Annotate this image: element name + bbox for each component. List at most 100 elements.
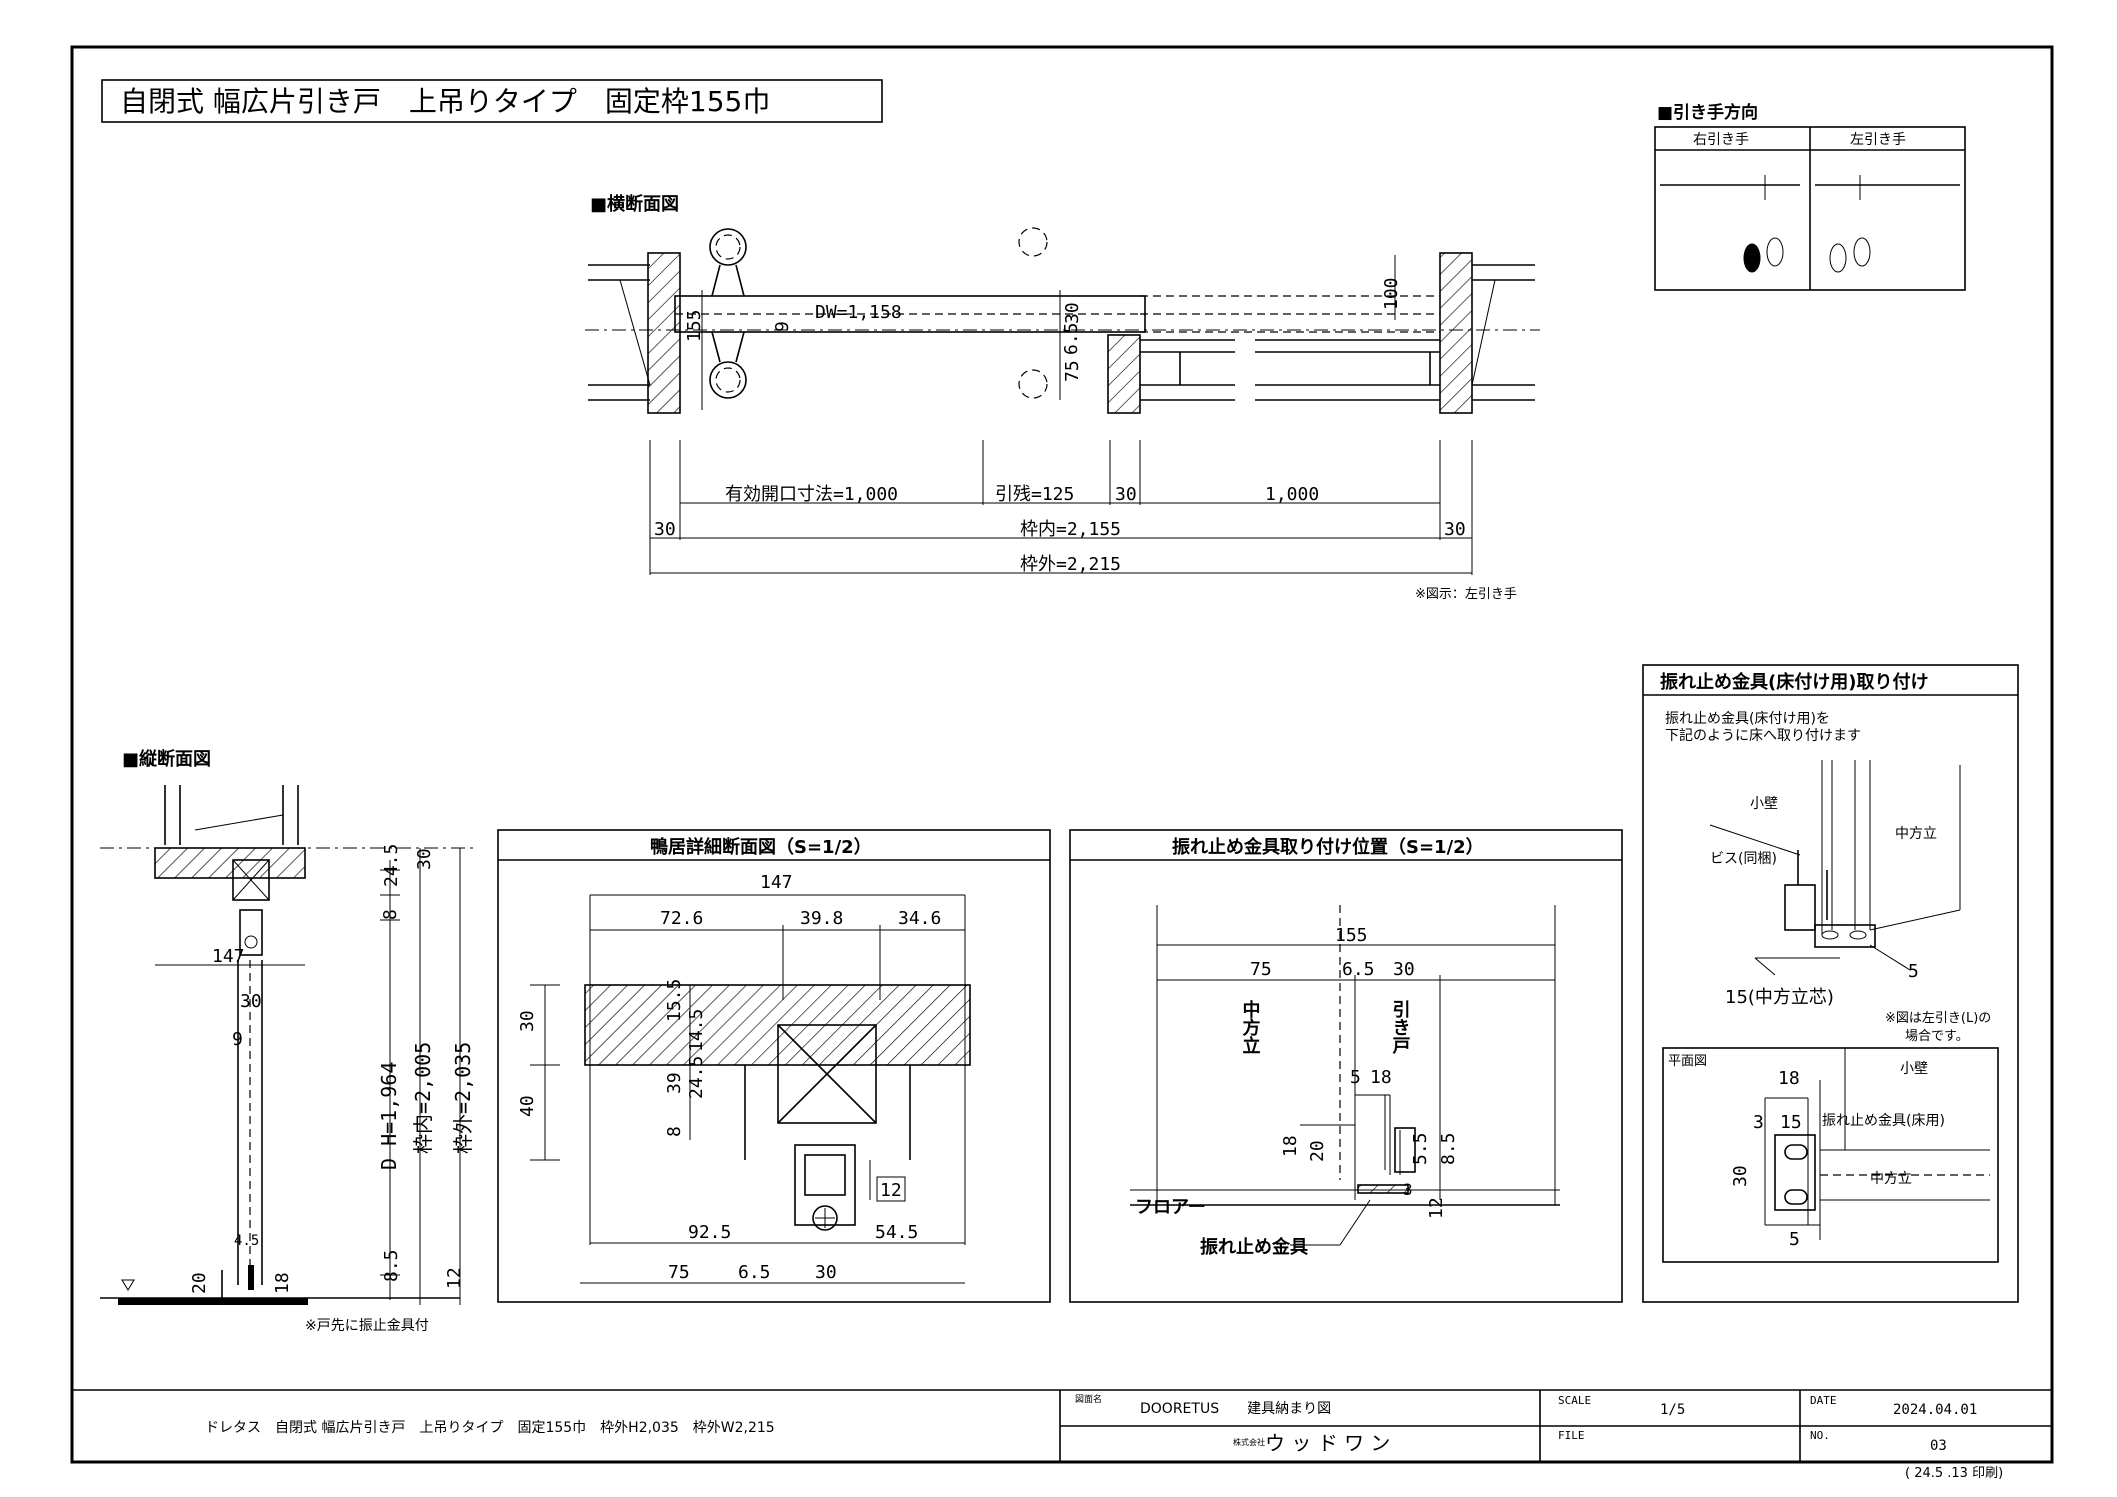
dim-75: 75 (1062, 360, 1083, 382)
dim-155: 155 (684, 309, 705, 342)
dim-left30: 30 (654, 519, 676, 540)
tb-description: ドレタス 自閉式 幅広片引き戸 上吊りタイプ 固定155巾 枠外H2,035 枠… (205, 1420, 775, 1436)
p-dim-3: 3 (1403, 1180, 1413, 1199)
handle-right: 右引き手 (1693, 132, 1749, 148)
p-floor: フロアー (1135, 1197, 1206, 1218)
install-desc1: 振れ止め金具(床付け用)を (1665, 711, 1830, 727)
dim-100: 100 (1381, 277, 1402, 310)
handle-table (1654, 126, 1966, 291)
k-dim-147: 147 (760, 872, 793, 893)
tb-date-label: DATE (1810, 1394, 1837, 1407)
ip-guide: 振れ止め金具(床用) (1822, 1113, 1945, 1129)
ip-post: 中方立 (1870, 1171, 1912, 1187)
handle-left: 左引き手 (1850, 132, 1906, 148)
dim-30: 30 (1062, 302, 1083, 324)
ip-wall: 小壁 (1900, 1061, 1928, 1077)
dim-right30: 30 (1444, 519, 1466, 540)
install-panel (1642, 664, 2019, 1303)
k-dim-39: 39 (664, 1072, 685, 1094)
v-dim-20: 20 (189, 1272, 210, 1294)
ip-18: 18 (1778, 1068, 1800, 1089)
k-dim-30b: 30 (815, 1262, 837, 1283)
k-dim-72-6: 72.6 (660, 908, 703, 929)
k-dim-6-5: 6.5 (738, 1262, 771, 1283)
k-dim-40: 40 (517, 1095, 538, 1117)
ip-15: 15 (1780, 1112, 1802, 1133)
p-dim-5-5: 5.5 (1410, 1132, 1431, 1165)
k-dim-30: 30 (517, 1010, 538, 1032)
tb-company-label: 株式会社 (1233, 1437, 1265, 1447)
v-dim-24-5: 24.5 (381, 844, 402, 887)
position-panel (1069, 829, 1623, 1303)
dim-9: 9 (772, 321, 793, 332)
vertical-heading: ■縦断面図 (122, 748, 211, 770)
k-dim-92-5: 92.5 (688, 1222, 731, 1243)
tb-no: 03 (1930, 1438, 1947, 1454)
k-dim-14-5: 14.5 (686, 1009, 707, 1052)
v-dim-outer: 枠外=2,035 (451, 1042, 475, 1154)
p-dim-18b: 18 (1280, 1135, 1301, 1157)
plan-dimension-lines (649, 440, 1473, 575)
tb-no-label: NO. (1810, 1429, 1830, 1442)
k-dim-75: 75 (668, 1262, 690, 1283)
dim-outer: 枠外=2,215 (1020, 554, 1121, 575)
p-dim-155: 155 (1335, 925, 1368, 946)
install-note1: ※図は左引き(L)の (1885, 1011, 1991, 1026)
dim-inner: 枠内=2,155 (1020, 519, 1121, 540)
p-dim-6-5: 6.5 (1342, 959, 1375, 980)
plan-section (585, 227, 1540, 414)
tb-date: 2024.04.01 (1893, 1402, 1977, 1418)
p-dim-75: 75 (1250, 959, 1272, 980)
k-dim-15-5: 15.5 (664, 979, 685, 1022)
v-dim-12: 12 (444, 1267, 465, 1289)
dim-effective: 有効開口寸法=1,000 (725, 484, 898, 505)
dim-1000: 1,000 (1265, 484, 1319, 505)
tb-name-label: 図面名 (1075, 1393, 1102, 1405)
install-note2: 場合です。 (1905, 1029, 1969, 1044)
dim-hikinokori: 引残=125 (995, 484, 1074, 505)
p-dim-8-5: 8.5 (1438, 1132, 1459, 1165)
install-heading: 振れ止め金具(床付け用)取り付け (1660, 671, 1928, 693)
install-post: 中方立 (1895, 826, 1937, 842)
install-desc2: 下記のように床へ取り付けます (1665, 727, 1861, 744)
install-screw: ビス(同梱) (1710, 851, 1777, 867)
p-center-post: 中方立 (1240, 999, 1261, 1054)
v-dim-18: 18 (272, 1272, 293, 1294)
tb-scale-label: SCALE (1558, 1394, 1591, 1407)
tb-file-label: FILE (1558, 1429, 1585, 1442)
k-dim-34-6: 34.6 (898, 908, 941, 929)
v-dim-9: 9 (232, 1029, 243, 1050)
p-dim-30: 30 (1393, 959, 1415, 980)
vertical-note: ※戸先に振止金具付 (305, 1318, 429, 1334)
p-dim-18: 18 (1370, 1067, 1392, 1088)
dim-6-5: 6.5 (1061, 322, 1082, 355)
v-dim-8-5: 8.5 (381, 1249, 402, 1282)
handle-heading: ■引き手方向 (1657, 102, 1758, 123)
p-door: 引き戸 (1390, 1000, 1411, 1055)
v-dim-dh: D H=1,964 (377, 1062, 401, 1170)
kamoi-heading: 鴨居詳細断面図（S=1/2） (650, 836, 872, 858)
ip-30: 30 (1730, 1165, 1751, 1187)
k-dim-54-5: 54.5 (875, 1222, 918, 1243)
sheet-border (70, 45, 2054, 1464)
install-5: 5 (1908, 961, 1919, 982)
k-dim-24-5: 24.5 (686, 1056, 707, 1099)
p-guide: 振れ止め金具 (1200, 1236, 1308, 1258)
position-heading: 振れ止め金具取り付け位置（S=1/2） (1172, 836, 1484, 858)
ip-5: 5 (1789, 1229, 1800, 1250)
title-box (101, 79, 883, 123)
tb-print: ( 24.5 .13 印刷) (1905, 1466, 2003, 1481)
v-dim-30b: 30 (414, 848, 435, 870)
dim-dw: DW=1,158 (815, 302, 902, 323)
install-center: 15(中方立芯) (1725, 987, 1834, 1008)
tb-company: ウ ッ ド ワ ン (1265, 1431, 1390, 1455)
vertical-section (100, 785, 475, 1305)
v-dim-30: 30 (240, 991, 262, 1012)
v-dim-147: 147 (212, 946, 245, 967)
v-dim-4-5: 4.5 (234, 1233, 259, 1249)
ip-3: 3 (1753, 1112, 1764, 1133)
kamoi-panel (497, 829, 1051, 1303)
plan-note: ※図示：左引き手 (1415, 587, 1517, 602)
p-dim-12: 12 (1426, 1197, 1447, 1219)
